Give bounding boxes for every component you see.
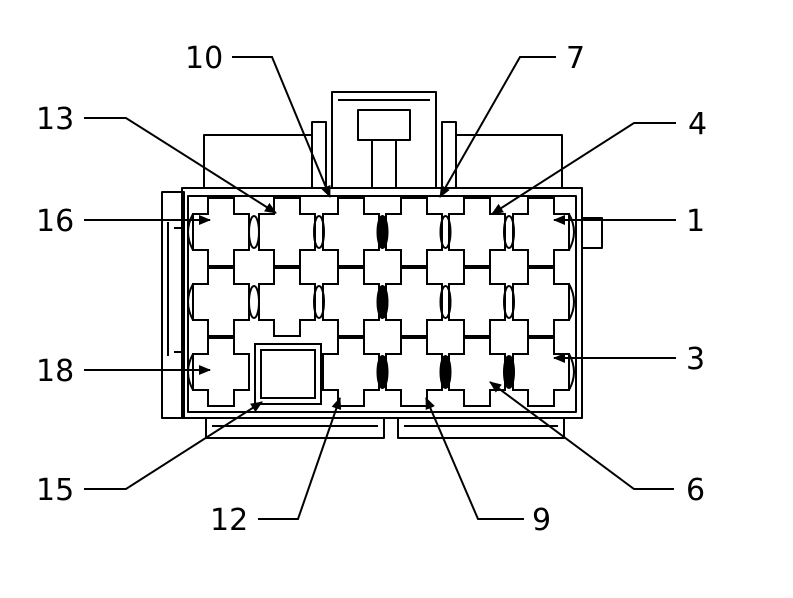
blank-cavity-plug-inner	[260, 349, 316, 399]
callout-leader-line	[232, 56, 331, 198]
cavity-separator	[248, 215, 260, 249]
cavity-separator	[376, 215, 389, 249]
pin-cavity	[512, 197, 570, 267]
cavity-separator	[503, 355, 515, 389]
pin-cavity	[322, 267, 380, 337]
pin-callouts: 10 7 13 4 16 1 18 3 15 6 12 9	[36, 41, 707, 538]
pin-cavity	[448, 197, 506, 267]
pin-cavity-grid	[187, 197, 575, 407]
pin-cavity	[512, 267, 570, 337]
pin-number-label: 18	[36, 354, 74, 389]
pin-cavity	[385, 337, 443, 407]
cavity-separator	[439, 285, 452, 319]
pin-number-label: 16	[36, 204, 74, 239]
cavity-separator	[376, 285, 389, 319]
callout-leader-line	[84, 401, 263, 490]
cavity-end	[187, 283, 194, 321]
pin-cavity	[192, 267, 250, 337]
pin-number-label: 4	[688, 107, 707, 142]
cavity-separator	[439, 215, 452, 249]
pin-number-label: 9	[532, 503, 551, 538]
pin-cavity	[258, 267, 316, 337]
pin-number-label: 1	[686, 204, 705, 239]
cavity-separator	[376, 355, 389, 389]
cavity-separator	[313, 285, 325, 319]
cavity-separator	[313, 215, 325, 249]
cavity-separator	[503, 215, 515, 249]
cavity-separator	[439, 355, 452, 389]
cavity-separator	[503, 285, 515, 319]
pin-cavity	[385, 267, 443, 337]
top-latch	[331, 91, 437, 189]
upper-shoulders	[203, 121, 563, 188]
pin-cavity	[448, 337, 506, 407]
cavity-separator	[248, 285, 260, 319]
pin-cavity	[448, 267, 506, 337]
cavity-end	[187, 213, 194, 251]
pin-cavity	[192, 197, 250, 267]
pin-cavity	[192, 337, 250, 407]
pin-number-label: 7	[566, 41, 585, 76]
cavity-end	[568, 213, 575, 251]
bottom-tabs	[205, 418, 565, 439]
pin-number-label: 6	[686, 473, 705, 508]
pin-cavity	[258, 197, 316, 267]
pin-cavity	[322, 197, 380, 267]
cavity-end	[187, 353, 194, 391]
pin-cavity	[385, 197, 443, 267]
callout-leader-line	[439, 56, 556, 198]
callout-leader-line	[258, 397, 342, 520]
pin-number-label: 3	[686, 342, 705, 377]
callout-leader-line	[425, 397, 524, 520]
pin-cavity	[322, 337, 380, 407]
pin-number-label: 13	[36, 102, 74, 137]
pin-number-label: 12	[210, 503, 248, 538]
callout-leader-line	[84, 117, 277, 214]
cavity-end	[568, 283, 575, 321]
pin-number-label: 15	[36, 473, 74, 508]
callout-leader-line	[491, 122, 676, 215]
pin-number-label: 10	[185, 41, 223, 76]
blank-cavity-plug	[254, 343, 322, 405]
callout-leader-line	[489, 381, 674, 490]
pin-cavity	[512, 337, 570, 407]
